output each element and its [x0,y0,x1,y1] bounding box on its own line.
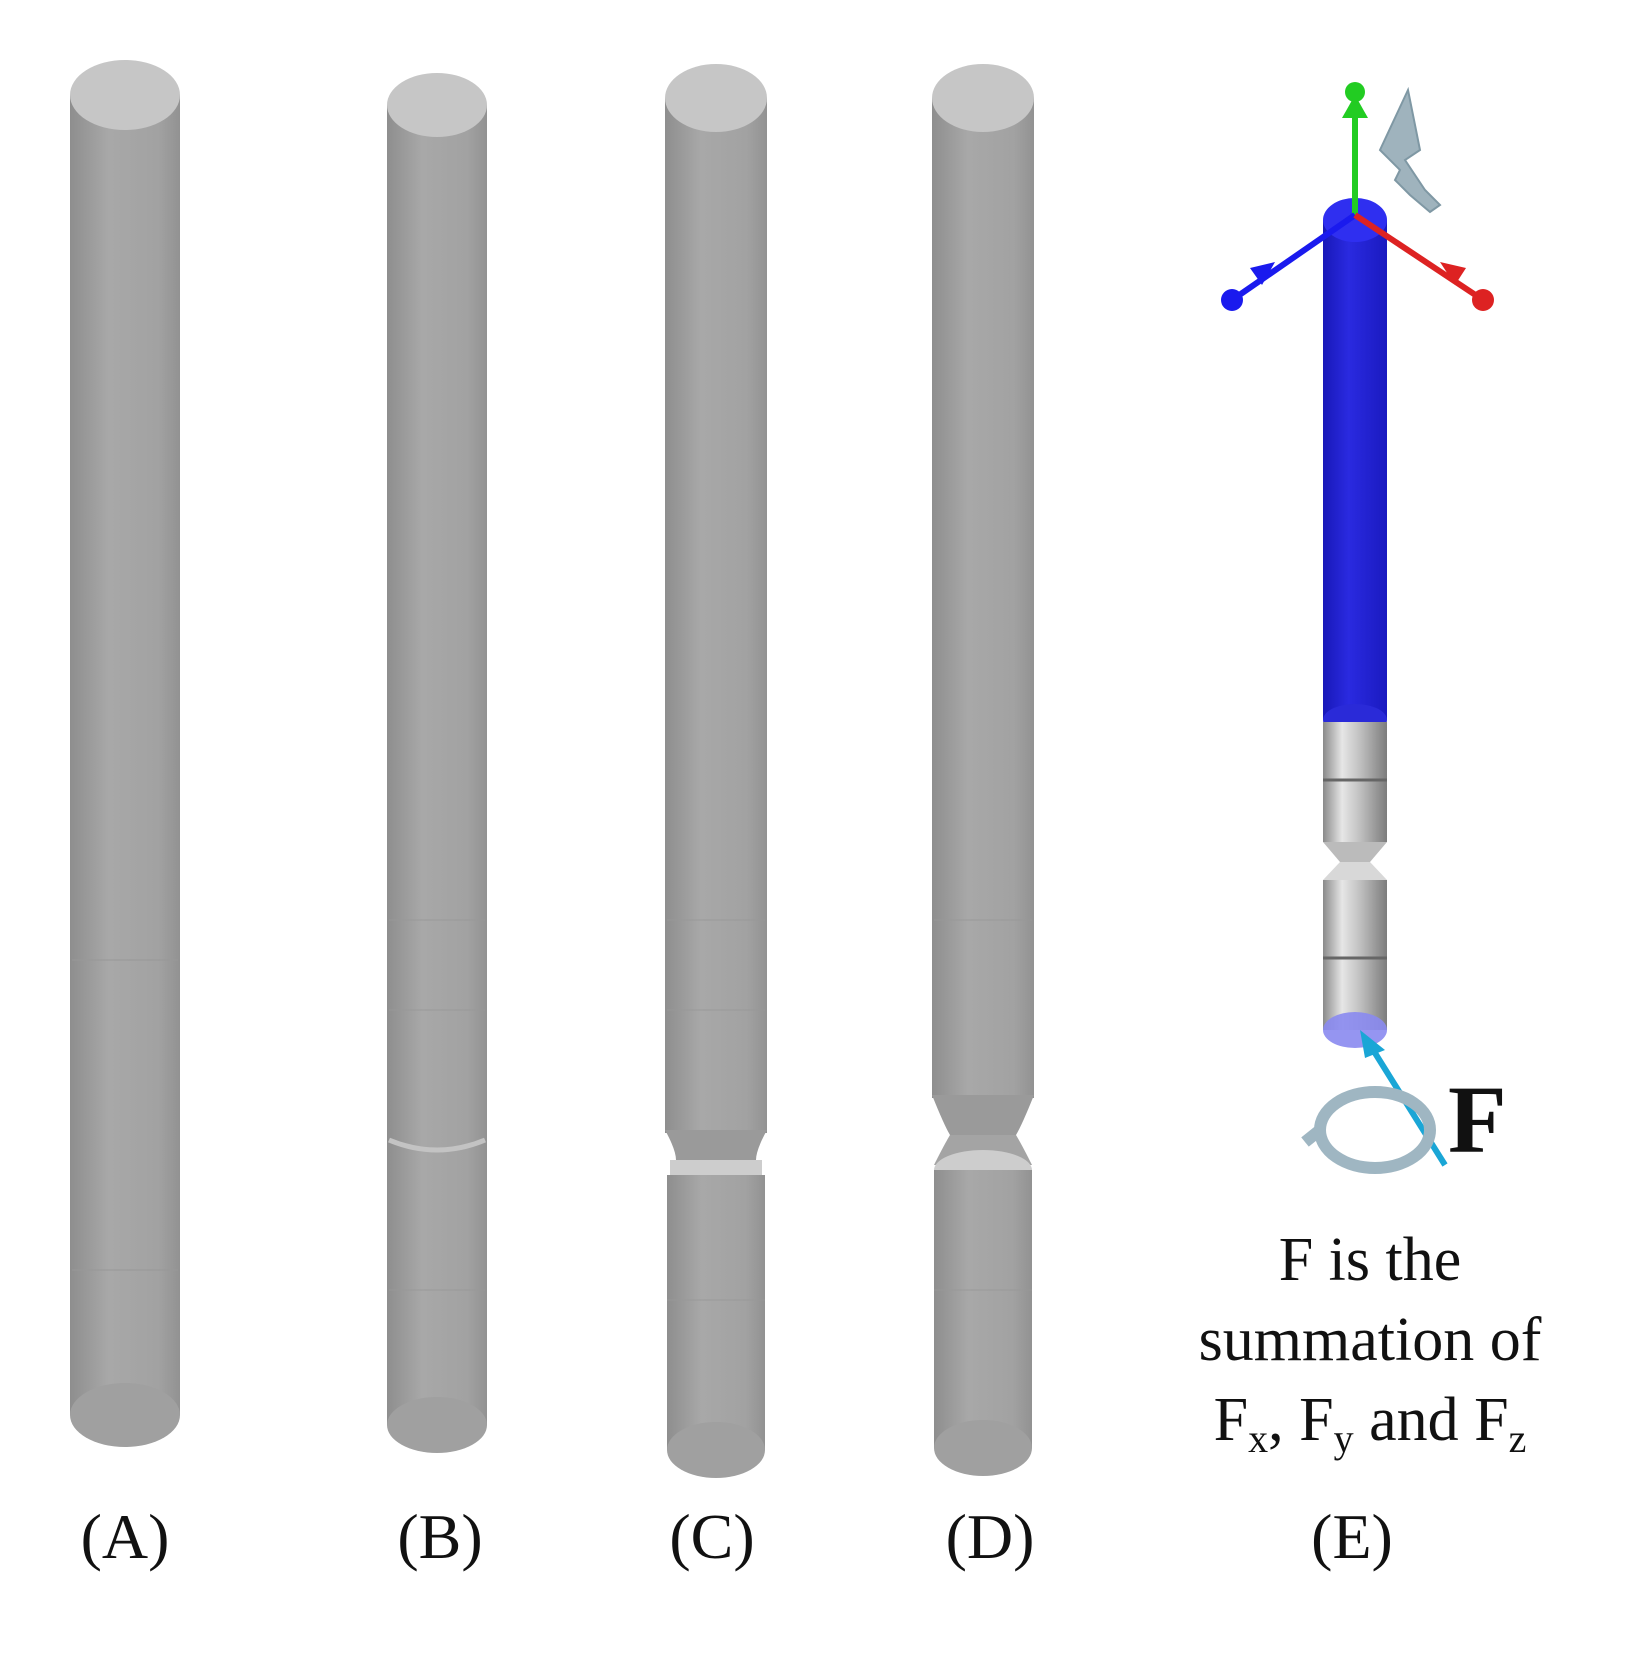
rod-b [387,73,487,1453]
separator: , [1268,1386,1300,1454]
fz-base: F [1474,1386,1509,1454]
z-axis-arrowhead [1250,262,1275,285]
panel-label-a: (A) [80,1501,170,1572]
coordinate-axes [1221,82,1494,311]
panel-label-b: (B) [397,1501,483,1572]
panel-label-c: (C) [669,1501,755,1572]
panel-label-d: (D) [945,1501,1035,1572]
fx-base: F [1213,1386,1249,1454]
caption-line-2: summation of [1198,1306,1542,1374]
rod-c [665,64,767,1478]
moment-icon [1301,1086,1436,1174]
fx-subscript: x [1248,1416,1269,1461]
fixed-support-icon [1378,86,1442,214]
x-axis-endpoint [1472,289,1494,311]
rod-d [932,64,1034,1476]
rod-e [1323,198,1387,1048]
panel-label-e: (E) [1311,1501,1393,1572]
caption: F is the summation of Fx, Fy and Fz [1140,1220,1600,1467]
fy-base: F [1299,1386,1334,1454]
z-axis-endpoint [1221,289,1243,311]
caption-line-3: Fx, Fy and Fz [1140,1380,1600,1467]
force-label: F [1448,1066,1507,1173]
z-axis [1233,212,1357,301]
fz-subscript: z [1508,1416,1527,1461]
y-axis-endpoint [1345,82,1365,102]
force-arrow [1301,1030,1448,1174]
x-axis-arrowhead [1440,262,1466,285]
y-axis-arrowhead [1342,95,1368,118]
x-axis [1353,212,1482,301]
rod-a [70,60,180,1447]
and-word: and [1353,1386,1475,1454]
fy-subscript: y [1333,1416,1354,1461]
caption-line-1: F is the [1278,1226,1462,1294]
